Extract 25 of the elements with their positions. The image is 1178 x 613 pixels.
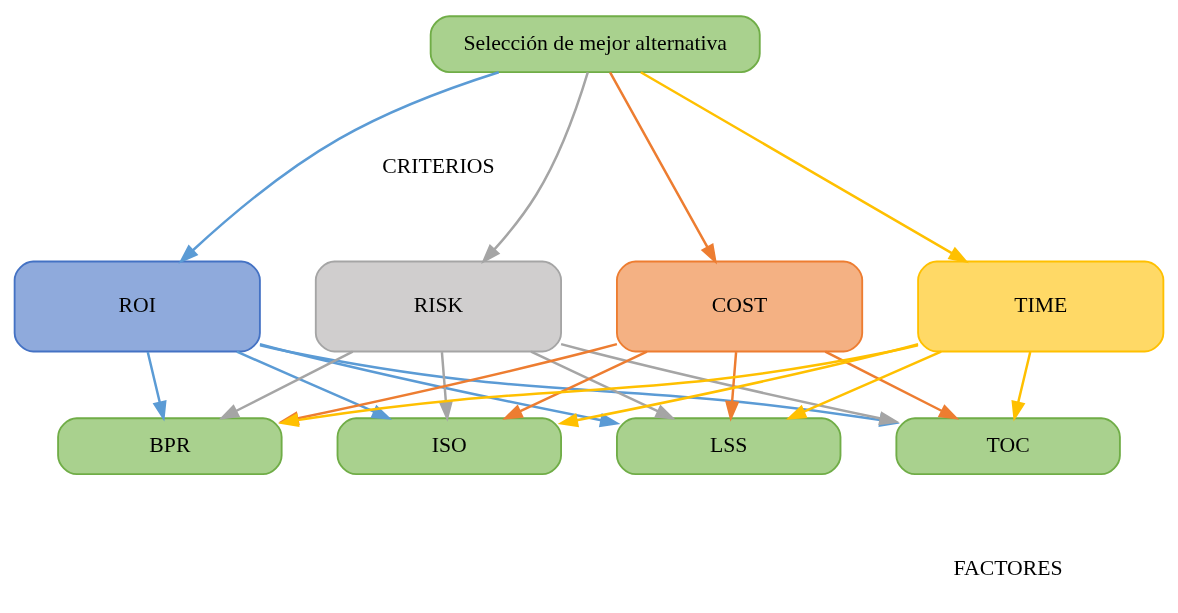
node-box: COST [616,260,864,353]
arrow [530,350,676,420]
arrow [785,350,942,420]
arrow [609,71,717,265]
label: CRITERIOS [382,153,495,178]
node-box: BPR [57,417,283,476]
arrow [502,350,648,420]
arrow [725,351,740,422]
node-box: TIME [917,260,1165,353]
node-box: TOC [895,417,1121,476]
node-box: ROI [13,260,261,353]
node-box: Selección de mejor alternativa [429,15,761,74]
node-box: RISK [314,260,562,353]
node-box: ISO [336,417,562,476]
arrow [438,351,453,422]
arrow [824,350,960,420]
arrow [146,351,167,422]
arrow [1011,351,1032,422]
arrow [218,350,354,420]
arrow [481,71,589,264]
arrow [236,350,393,420]
label: FACTORES [953,555,1063,580]
arrow [178,71,500,264]
arrow [640,71,969,264]
node-box: LSS [616,417,842,476]
